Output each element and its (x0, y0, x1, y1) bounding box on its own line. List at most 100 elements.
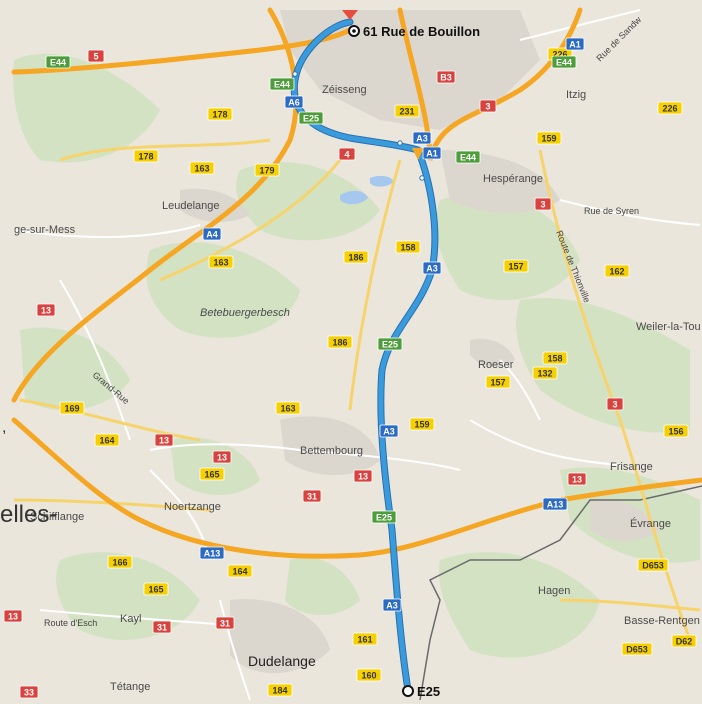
start-marker[interactable] (348, 25, 360, 37)
road-shield-label: 186 (332, 337, 347, 347)
road-shield-bg (379, 424, 399, 438)
road-shield: 13 (567, 472, 587, 486)
road-shield: 186 (327, 335, 353, 349)
road-shield: 3 (534, 197, 552, 211)
road-shield: 163 (208, 255, 234, 269)
road-shield-bg (542, 351, 568, 365)
road-shield-bg (45, 55, 71, 69)
place-label: Hagen (538, 585, 570, 597)
place-label: Leudelange (162, 200, 220, 212)
road-shield-bg (284, 95, 304, 109)
road-shield-label: 178 (138, 151, 153, 161)
road-shield: 231 (394, 104, 420, 118)
road-shield: 164 (227, 564, 253, 578)
road-shield-bg (382, 598, 402, 612)
road-shield-label: 165 (148, 584, 163, 594)
country-border (419, 485, 702, 701)
road-shield: A3 (379, 424, 399, 438)
road-shield: 162 (604, 264, 630, 278)
road-shield-bg (36, 303, 56, 317)
start-pin-marker[interactable] (342, 10, 358, 20)
road-shield-label: 163 (280, 403, 295, 413)
road-shield-label: B3 (440, 72, 452, 82)
place-label: Bettembourg (300, 445, 363, 457)
road-shield: A1 (565, 37, 585, 51)
road-shield-bg (422, 261, 442, 275)
road-shield-label: A3 (383, 426, 395, 436)
road-shield-bg (269, 77, 295, 91)
road-shield: 132 (532, 366, 558, 380)
road-shield: A13 (542, 497, 568, 511)
road-shield-bg (485, 375, 511, 389)
road-shield-label: 31 (157, 622, 167, 632)
end-label: E25 (417, 684, 440, 699)
road-shield: 31 (152, 620, 172, 634)
overflow-label-comma: , (2, 419, 6, 436)
road-shield: A4 (202, 227, 222, 241)
water-features (340, 175, 394, 205)
road-shield: D653 (621, 642, 653, 656)
road-shield-bg (395, 240, 421, 254)
road-shield: A3 (422, 261, 442, 275)
road-shield-bg (202, 227, 222, 241)
road-shield-bg (143, 582, 169, 596)
road-shield: 184 (267, 683, 293, 697)
road-shield-bg (199, 546, 225, 560)
road-shield-label: 166 (112, 557, 127, 567)
road-shield-bg (227, 564, 253, 578)
road-shield-bg (353, 469, 373, 483)
road-shield-label: 165 (204, 469, 219, 479)
road-shield-label: E25 (382, 339, 398, 349)
road-shield-label: 13 (41, 305, 51, 315)
road-shield: E25 (298, 111, 324, 125)
road-shield-bg (542, 497, 568, 511)
road-shield: 178 (207, 107, 233, 121)
road-shield-bg (254, 163, 280, 177)
road-shield-bg (663, 424, 689, 438)
road-shield: A3 (382, 598, 402, 612)
road-shield-label: 13 (217, 452, 227, 462)
street-label: Rue de Syren (584, 206, 639, 216)
place-label: Évrange (630, 517, 671, 530)
road-shield-bg (532, 366, 558, 380)
road-shield-bg (567, 472, 587, 486)
road-shield-label: A13 (204, 548, 221, 558)
road-shield-label: D62 (676, 636, 693, 646)
place-label: Roeser (478, 359, 514, 371)
road-shield-label: 163 (213, 257, 228, 267)
road-shield-label: 161 (357, 634, 372, 644)
place-label: Frisange (610, 461, 653, 473)
road-shield-label: 3 (540, 199, 545, 209)
road-shield-label: 184 (272, 685, 287, 695)
road-shield-label: 158 (547, 353, 562, 363)
end-marker[interactable] (402, 685, 414, 697)
street-label: Route d'Esch (44, 618, 97, 628)
road-shield-label: 160 (361, 670, 376, 680)
road-shield-bg (352, 632, 378, 646)
road-shield: 179 (254, 163, 280, 177)
road-shield-label: A1 (569, 39, 581, 49)
road-shield: 13 (3, 609, 23, 623)
road-shield-bg (657, 101, 683, 115)
road-shield: E25 (371, 510, 397, 524)
road-shield-bg (212, 450, 232, 464)
road-shield-label: 157 (490, 377, 505, 387)
road-shield-bg (154, 433, 174, 447)
road-shield-label: 4 (344, 149, 349, 159)
road-shield-label: 3 (612, 399, 617, 409)
road-shield-bg (356, 668, 382, 682)
road-shield-label: 3 (485, 101, 490, 111)
road-shield: 31 (302, 489, 322, 503)
road-shield: A1 (422, 146, 442, 160)
road-shield-bg (275, 401, 301, 415)
road-shield: 165 (199, 467, 225, 481)
road-shield-label: A6 (288, 97, 300, 107)
road-shield-label: 31 (307, 491, 317, 501)
road-shield: 159 (536, 131, 562, 145)
road-shield-bg (152, 620, 172, 634)
road-shield: A13 (199, 546, 225, 560)
road-shield-label: 178 (212, 109, 227, 119)
road-shield-bg (87, 49, 105, 63)
